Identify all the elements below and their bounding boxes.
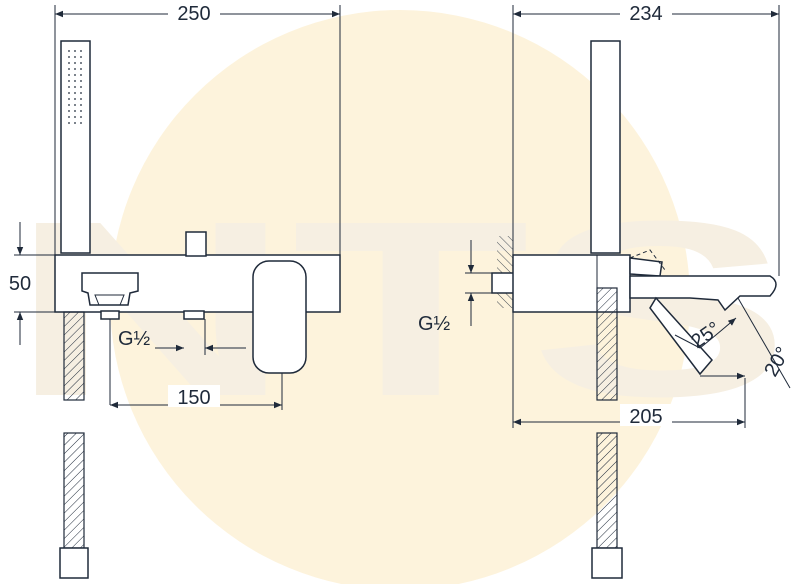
mixer-body-side <box>512 254 631 313</box>
watermark-circle <box>110 10 690 584</box>
front-view: 250 50 G½ 150 <box>9 2 341 579</box>
inlet-right <box>183 310 205 320</box>
hose-lower <box>63 432 85 549</box>
dim-label-205: 205 <box>629 406 662 428</box>
lever-side <box>629 257 663 277</box>
inlet-left <box>100 310 120 320</box>
diverter-knob <box>185 231 207 257</box>
side-view: 234 G½ 205 25° 20° <box>418 2 794 579</box>
handle-tilted <box>649 296 713 376</box>
shower-outlet-nut <box>94 294 125 306</box>
wall-hatch <box>497 236 513 308</box>
dim-label-50: 50 <box>9 273 31 295</box>
dim-label-150: 150 <box>177 387 210 409</box>
hand-shower-side <box>590 40 621 254</box>
wall-pipe <box>491 272 515 294</box>
hose-connector <box>59 547 89 579</box>
hand-shower-spray-face <box>66 47 85 127</box>
hose-upper <box>63 311 85 401</box>
dim-label-thread-front: G½ <box>118 328 151 350</box>
dim-label-250: 250 <box>177 3 210 25</box>
hose-lower-side <box>596 432 618 549</box>
angle-arc-25 <box>699 317 737 349</box>
spout <box>629 275 777 312</box>
lever-handle <box>252 260 307 374</box>
dim-label-234: 234 <box>629 3 662 25</box>
dim-label-thread-side: G½ <box>418 313 451 335</box>
hose-connector-side <box>591 547 623 579</box>
hose-upper-side <box>596 287 618 401</box>
